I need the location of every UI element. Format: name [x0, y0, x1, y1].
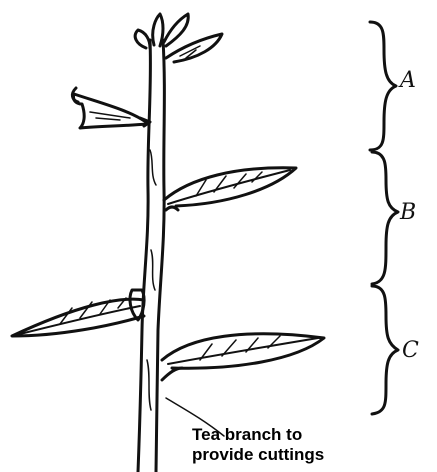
section-label-c: C — [402, 340, 419, 362]
caption: Tea branch to provide cuttings — [192, 425, 432, 465]
leaf-b — [164, 168, 296, 210]
caption-line-1: Tea branch to — [192, 425, 432, 445]
caption-line-2: provide cuttings — [192, 445, 432, 465]
brace-c — [372, 286, 398, 414]
leaf-c — [162, 334, 324, 380]
brace-b — [372, 152, 398, 284]
leaf-left — [12, 290, 144, 336]
terminal-bud — [135, 14, 222, 62]
brace-a — [370, 22, 396, 150]
section-label-b: B — [400, 202, 416, 224]
stem — [138, 40, 164, 472]
section-label-a: A — [400, 70, 416, 92]
curled-leaf — [72, 88, 150, 128]
